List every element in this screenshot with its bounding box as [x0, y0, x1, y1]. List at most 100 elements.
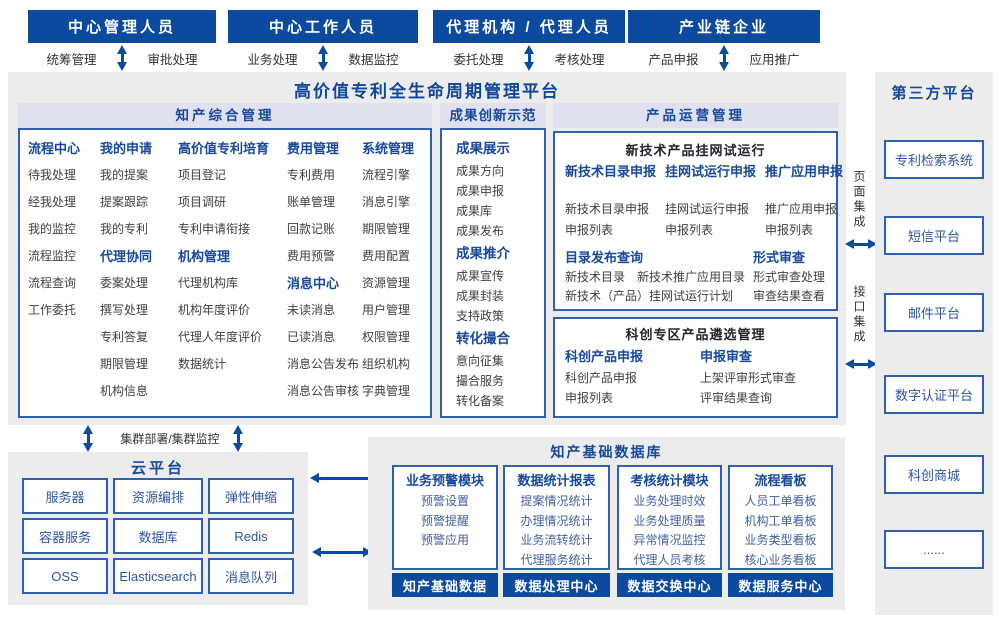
db-module-assessment: 考核统计模块 业务处理时效业务处理质量异常情况监控代理人员考核 [617, 465, 722, 570]
column-item: 上架评审形式审查 [700, 371, 797, 385]
left-arrow-icon [310, 473, 368, 483]
menu-item: 我的监控 [28, 222, 77, 236]
section-title-ip-management: 知产综合管理 [18, 103, 432, 128]
role-bar-agencies: 代理机构 / 代理人员 [433, 10, 625, 43]
menu-item: 机构年度评价 [178, 303, 251, 317]
cloud-service: 弹性伸缩 [208, 478, 294, 514]
menu-item: 字典管理 [362, 384, 411, 398]
leftright-arrow-icon [312, 547, 372, 557]
role-actions-center-staff: 业务处理 数据监控 [228, 45, 418, 71]
third-party-system-sms: 短信平台 [884, 216, 984, 255]
role-action-label: 数据监控 [348, 52, 399, 67]
column-item: 新技术（产品）挂网试运行计划 [565, 289, 734, 303]
menu-item: 经我处理 [28, 195, 77, 209]
module-heading: 考核统计模块 [630, 473, 709, 488]
menu-item: 成果库 [456, 204, 493, 218]
menu-item: 费用配置 [362, 249, 411, 263]
menu-item: 转化备案 [456, 394, 505, 408]
menu-item: 委案处理 [100, 276, 149, 290]
module-item: 业务处理时效 [633, 494, 706, 508]
column-item: 申报列表 [565, 391, 614, 405]
role-action-label: 考核处理 [554, 52, 605, 67]
column-item: 推广应用申报 [765, 202, 838, 216]
menu-item: 费用预警 [287, 249, 336, 263]
trial-column-online-trial: 挂网试运行申报 挂网试运行申报 申报列表 [665, 163, 765, 241]
column-item: 申报列表 [765, 223, 814, 237]
menu-item: 消息引擎 [362, 195, 411, 209]
menu-item: 流程引擎 [362, 168, 411, 182]
module-item: 代理人员考核 [633, 552, 706, 567]
cluster-bridge-label: 集群部署/集群监控 [120, 432, 220, 446]
menu-item: 代理协同 [100, 249, 153, 264]
column-item: 形式审查处理 [753, 270, 826, 284]
menu-item: 回款记账 [287, 222, 336, 236]
menu-item: 流程查询 [28, 276, 77, 290]
third-party-title: 第三方平台 [891, 85, 977, 102]
menu-item: 工作委托 [28, 303, 77, 317]
column-item: 评审结果查询 [700, 391, 773, 405]
menu-item: 期限管理 [100, 357, 149, 371]
updown-arrow-icon [523, 45, 534, 71]
role-action-label: 业务处理 [247, 52, 298, 67]
api-integration-label: 接口集成 [852, 285, 866, 345]
menu-column-my-applications: 我的申请我的提案提案跟踪我的专利代理协同委案处理撰写处理专利答复期限管理机构信息 [100, 135, 178, 405]
module-item: 核心业务看板 [744, 552, 817, 567]
cloud-service: Redis [208, 518, 294, 554]
column-heading: 挂网试运行申报 [665, 164, 757, 179]
achievement-list: 成果展示成果方向成果申报成果库成果发布成果推介成果宣传成果封装支持政策转化撮合意… [442, 130, 544, 411]
role-actions-agencies: 委托处理 考核处理 [433, 45, 625, 71]
menu-item: 高价值专利培育 [178, 141, 270, 156]
ip-management-box: 流程中心待我处理经我处理我的监控流程监控流程查询工作委托 我的申请我的提案提案跟… [18, 128, 432, 418]
column-item: 新技术目录申报 [565, 202, 650, 216]
menu-item: 成果推介 [456, 246, 510, 261]
menu-item: 用户管理 [362, 303, 411, 317]
role-action-label: 委托处理 [453, 52, 504, 67]
column-heading: 申报审查 [700, 349, 753, 364]
menu-item: 我的提案 [100, 168, 149, 182]
module-items: 预警设置预警提醒预警应用 [394, 492, 496, 551]
trial-box-title: 新技术产品挂网试运行 [625, 143, 766, 158]
sci-product-declare-group: 科创产品申报 科创产品申报 申报列表 [565, 345, 700, 408]
column-heading: 目录发布查询 [565, 250, 644, 265]
cloud-service: Elasticsearch [113, 558, 203, 594]
module-heading: 数据统计报表 [517, 473, 596, 488]
module-item: 业务处理质量 [633, 513, 706, 528]
module-item: 异常情况监控 [633, 533, 706, 547]
role-bar-center-staff: 中心工作人员 [228, 10, 418, 43]
menu-item: 成果展示 [456, 141, 510, 156]
module-item: 人员工单看板 [744, 494, 817, 508]
module-heading: 业务预警模块 [405, 473, 484, 488]
column-item: 审查结果查看 [753, 289, 826, 303]
column-item: 新技术目录 [565, 270, 626, 284]
menu-item: 支持政策 [456, 309, 505, 323]
menu-item: 系统管理 [362, 141, 415, 156]
column-item: 申报列表 [665, 223, 714, 237]
db-module-process-board: 流程看板 人员工单看板机构工单看板业务类型看板核心业务看板 [728, 465, 833, 570]
menu-item: 成果发布 [456, 224, 505, 238]
menu-item: 代理人年度评价 [178, 330, 263, 344]
role-bar-center-managers: 中心管理人员 [28, 10, 216, 43]
menu-item: 项目调研 [178, 195, 227, 209]
data-center-badge-processing: 数据处理中心 [503, 573, 610, 597]
menu-item: 代理机构库 [178, 276, 239, 290]
section-title-product-ops: 产品运营管理 [553, 103, 838, 128]
module-item: 预警应用 [420, 533, 469, 547]
role-bar-industry-chain: 产业链企业 [628, 10, 820, 43]
menu-item: 期限管理 [362, 222, 411, 236]
column-heading: 形式审查 [753, 250, 806, 265]
menu-item: 账单管理 [287, 195, 336, 209]
database-title: 知产基础数据库 [550, 444, 663, 460]
column-heading: 科创产品申报 [565, 349, 644, 364]
sci-zone-box: 科创专区产品遴选管理 科创产品申报 科创产品申报 申报列表 申报审查 上架评审形… [553, 317, 838, 418]
catalog-row: 新技术目录 新技术推广应用目录 [565, 268, 753, 287]
updown-arrow-icon [83, 425, 93, 452]
trial-bottom-row: 目录发布查询 新技术目录 新技术推广应用目录 新技术（产品）挂网试运行计划 形式… [555, 241, 836, 306]
cloud-service: OSS [22, 558, 108, 594]
data-center-badge-exchange: 数据交换中心 [617, 573, 722, 597]
module-items: 人员工单看板机构工单看板业务类型看板核心业务看板 [730, 492, 831, 570]
data-center-badge-ip-base: 知产基础数据 [392, 573, 498, 597]
menu-item: 项目登记 [178, 168, 227, 182]
sci-zone-title: 科创专区产品遴选管理 [625, 327, 766, 342]
module-items: 提案情况统计办理情况统计业务流转统计代理服务统计 [505, 492, 608, 570]
